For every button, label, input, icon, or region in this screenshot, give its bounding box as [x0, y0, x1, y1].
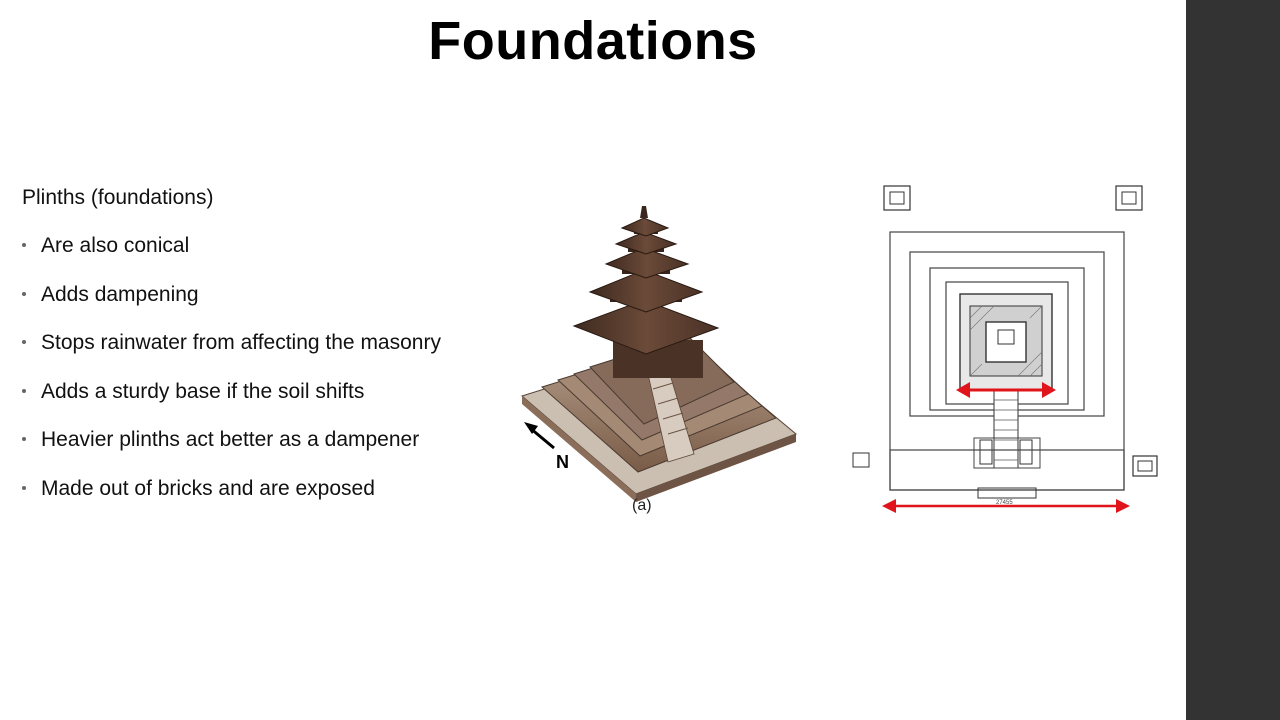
plinths-subheading: Plinths (foundations): [22, 186, 214, 209]
bullet-item: Adds dampening: [22, 283, 441, 332]
north-label: N: [556, 452, 569, 472]
inner-dimension-arrow-icon: [956, 382, 1056, 398]
bullet-list: Are also conical Adds dampening Stops ra…: [22, 234, 441, 526]
plan-dimension-label: 27455: [996, 500, 1013, 506]
slide-title: Foundations: [428, 11, 758, 71]
bullet-item: Stops rainwater from affecting the mason…: [22, 331, 441, 380]
outer-dimension-arrow-icon: [882, 499, 1130, 513]
bullet-dot-icon: [22, 243, 26, 247]
figure-a-caption: (a): [632, 497, 652, 514]
slide-canvas: Foundations Plinths (foundations) Are al…: [0, 0, 1186, 720]
bullet-item: Made out of bricks and are exposed: [22, 477, 441, 526]
bullet-dot-icon: [22, 485, 26, 490]
bullet-dot-icon: [22, 340, 26, 345]
bullet-dot-icon: [22, 388, 26, 393]
north-arrow-icon: [524, 422, 555, 450]
bullet-dot-icon: [22, 437, 26, 442]
bullet-item: Adds a sturdy base if the soil shifts: [22, 380, 441, 429]
right-side-panel: [1186, 0, 1280, 720]
temple-floor-plan: 27455: [852, 185, 1158, 513]
pagoda-illustration: N (a): [520, 206, 797, 514]
bullet-item: Are also conical: [22, 234, 441, 283]
bullet-dot-icon: [22, 291, 26, 296]
bullet-item: Heavier plinths act better as a dampener: [22, 428, 441, 477]
